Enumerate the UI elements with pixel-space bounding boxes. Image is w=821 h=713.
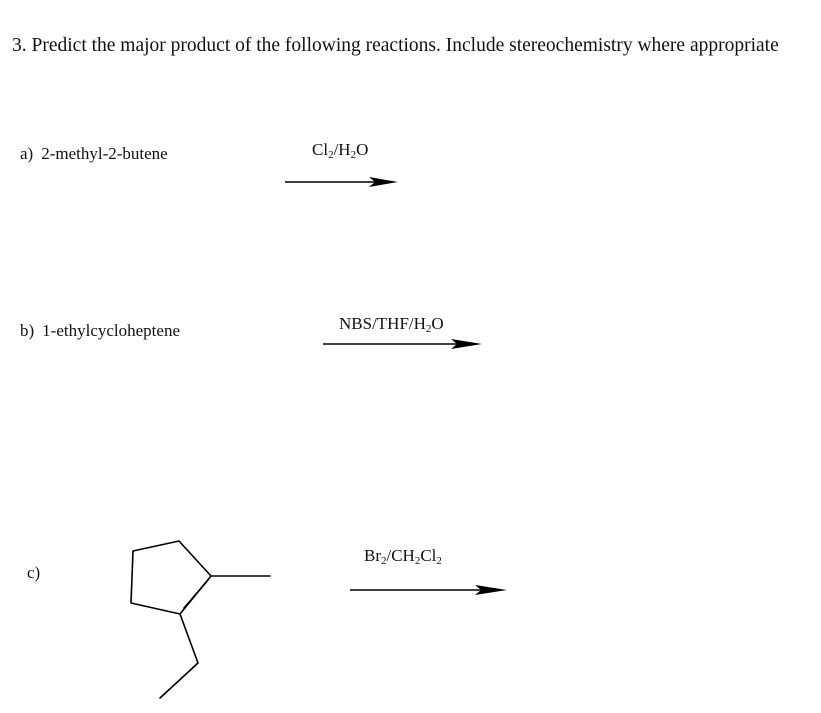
part-a-substrate: 2-methyl-2-butene bbox=[41, 144, 168, 163]
part-c-letter: c) bbox=[27, 563, 41, 582]
part-a-reaction-arrow bbox=[285, 177, 398, 187]
part-a-label: a) 2-methyl-2-butene bbox=[20, 144, 168, 164]
ring-double-bond-inner-line bbox=[183, 579, 209, 609]
part-b-reagent: NBS/THF/H2O bbox=[339, 314, 444, 335]
cyclopentene-ring bbox=[130, 540, 212, 615]
reagent-text: Br bbox=[364, 546, 381, 565]
reagent-subscript: 2 bbox=[414, 555, 421, 567]
ethyl-substituent-bonds bbox=[159, 613, 199, 699]
reagent-subscript: 2 bbox=[381, 555, 387, 567]
reagent-text: O bbox=[356, 140, 369, 159]
reagent-subscript: 2 bbox=[425, 323, 432, 335]
part-a-letter: a) bbox=[20, 144, 34, 163]
part-b-reaction-arrow bbox=[323, 339, 482, 349]
reagent-text: NBS/THF/H bbox=[339, 314, 426, 333]
reagent-subscript: 2 bbox=[328, 149, 334, 161]
part-c-label: c) bbox=[27, 563, 48, 583]
reagent-text: /H bbox=[333, 140, 351, 159]
reagent-subscript: 2 bbox=[436, 555, 442, 567]
question-text: 3. Predict the major product of the foll… bbox=[12, 35, 779, 56]
part-b-arrowhead bbox=[451, 339, 482, 349]
part-b-substrate: 1-ethylcycloheptene bbox=[42, 321, 180, 340]
reagent-text: O bbox=[431, 314, 444, 333]
reagent-text: /CH bbox=[386, 546, 415, 565]
reagent-text: Cl bbox=[312, 140, 329, 159]
part-c-arrowhead bbox=[475, 585, 507, 595]
reagent-subscript: 2 bbox=[350, 149, 357, 161]
part-c-reaction-arrow bbox=[350, 585, 507, 595]
part-a-reagent: Cl2/H2O bbox=[312, 140, 369, 161]
part-c-reagent: Br2/CH2Cl2 bbox=[364, 546, 442, 567]
part-b-letter: b) bbox=[20, 321, 35, 340]
reagent-text: Cl bbox=[420, 546, 437, 565]
part-c-substrate-structure bbox=[130, 540, 271, 699]
part-a-arrowhead bbox=[369, 177, 398, 187]
part-b-label: b) 1-ethylcycloheptene bbox=[20, 321, 180, 341]
